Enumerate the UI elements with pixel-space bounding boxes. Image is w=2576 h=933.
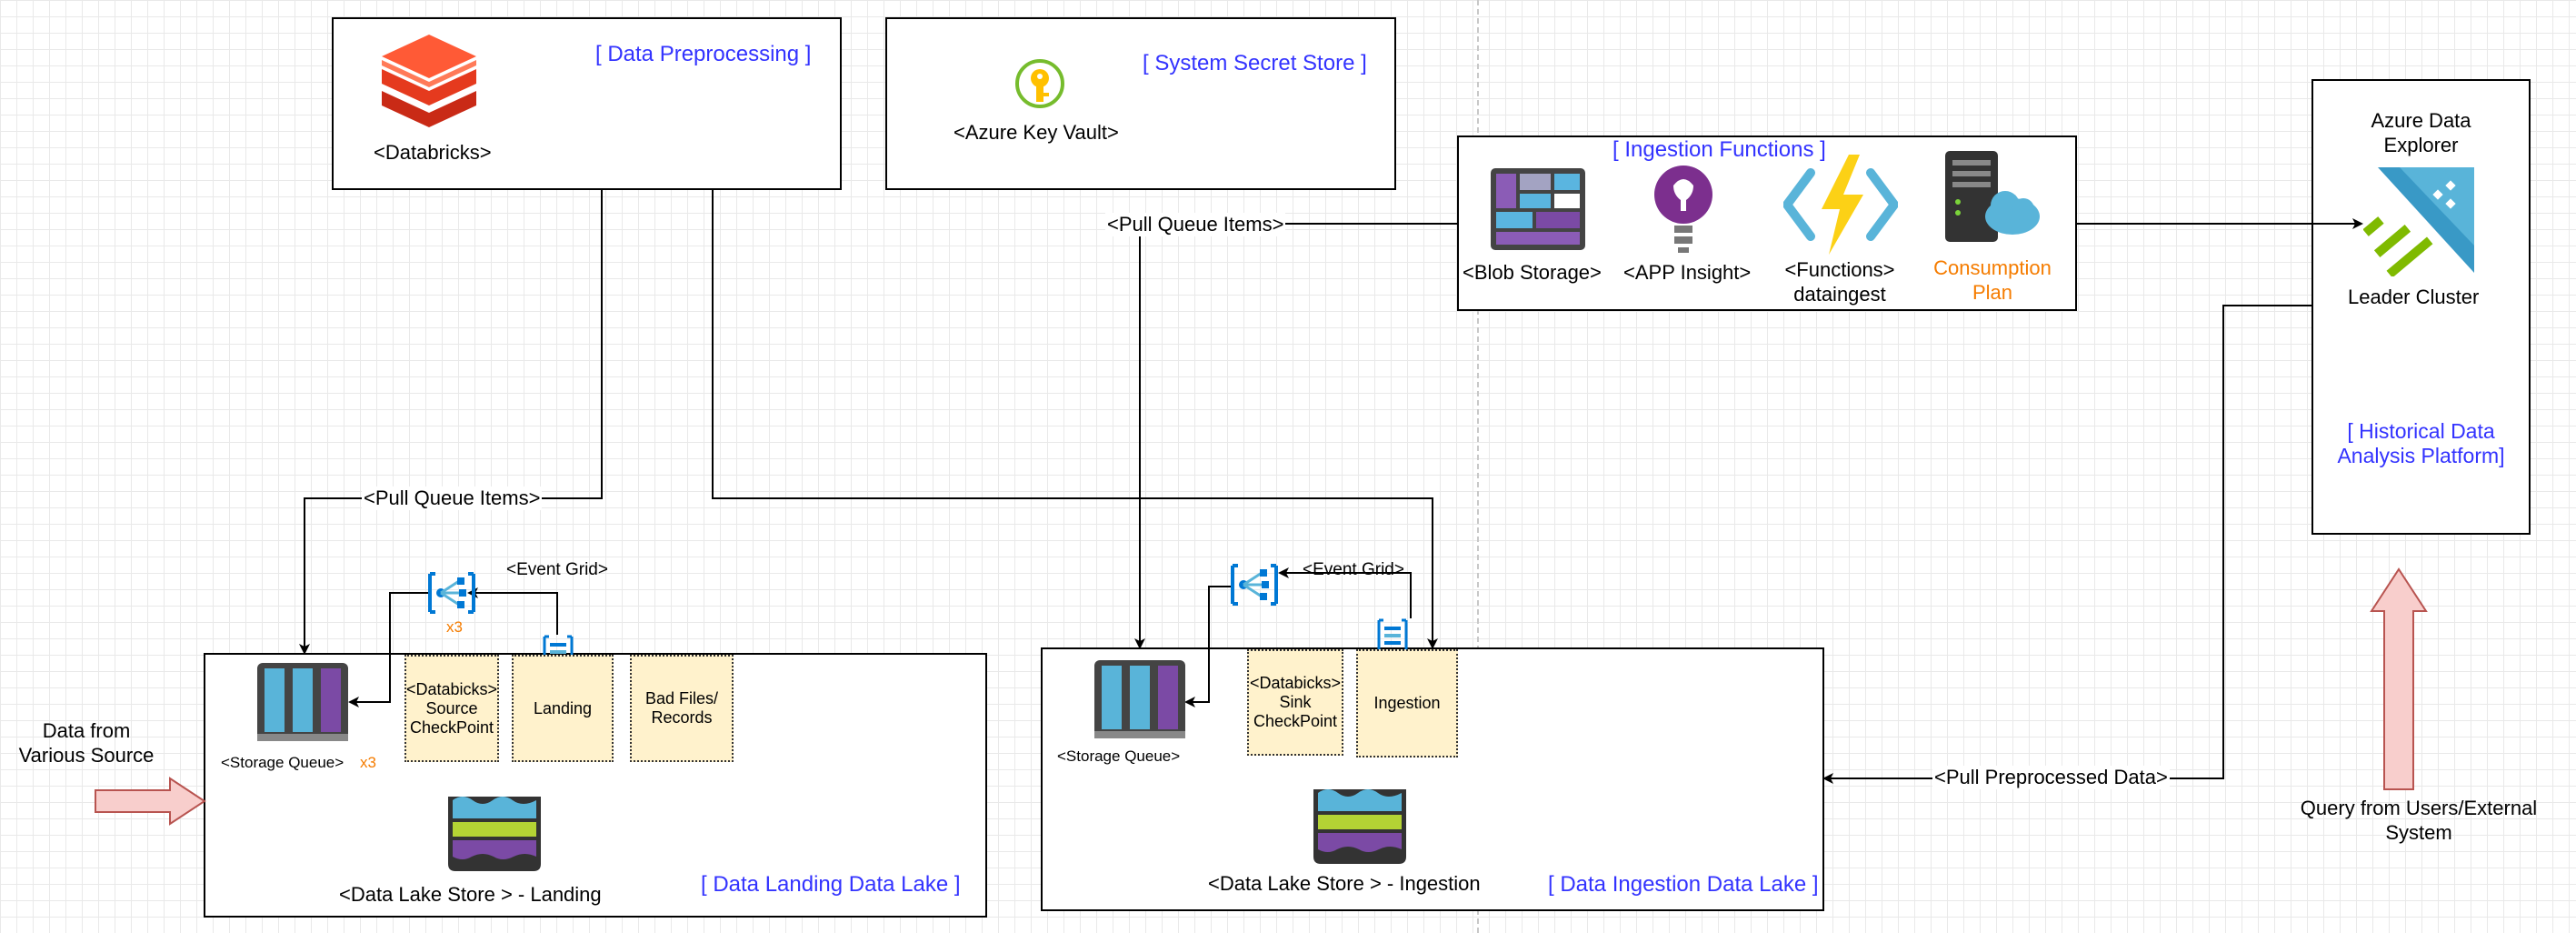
pull-queue-items-label-ingestion: <Pull Queue Items> [1105,213,1286,236]
dashed-divider [1477,0,1479,933]
blob-storage-icon [1491,168,1585,250]
ingestion-eventhub-to-grid-line [1278,567,1412,618]
pull-preprocessed-line [1822,305,2311,784]
data-lake-store-icon [1313,789,1406,864]
bad-files-note: Bad Files/ Records [630,655,734,762]
consumption-plan-icon [1945,151,2040,242]
functions-icon [1783,155,1898,255]
data-landing-lake-title: [ Data Landing Data Lake ] [701,872,961,897]
data-ingestion-lake-title: [ Data Ingestion Data Lake ] [1548,872,1819,897]
landing-grid-to-queue-line [348,592,430,707]
landing-note: Landing [512,655,614,762]
preprocess-to-ingestion-line [712,190,1438,649]
azure-data-explorer-name: Azure Data Explorer [2371,109,2471,156]
event-hub-icon [1377,618,1408,653]
azure-data-explorer-group [2311,79,2531,535]
ingestion-item-app-insight: <APP Insight> [1623,261,1752,284]
arrow-up-icon [2370,567,2428,790]
azure-key-vault-label: <Azure Key Vault> [954,121,1119,144]
landing-storage-queue-multiplier: x3 [360,754,376,771]
landing-event-grid-label: <Event Grid> [506,560,608,579]
pull-preprocessed-data-label: <Pull Preprocessed Data> [1932,766,2170,789]
historical-analysis-title: [ Historical Data Analysis Platform] [2337,419,2505,467]
landing-event-grid-multiplier: x3 [446,618,463,636]
ingestion-item-consumption-plan: Consumption Plan [1933,256,2052,304]
data-lake-store-icon [448,797,541,871]
ingestion-note: Ingestion [1356,649,1458,757]
app-insights-icon [1654,166,1712,253]
ingestion-storage-queue-label: <Storage Queue> [1057,747,1181,765]
data-preprocessing-title: [ Data Preprocessing ] [595,42,812,66]
sink-checkpoint-note: <Databicks> Sink CheckPoint [1247,649,1343,756]
ingestion-grid-to-queue-line [1184,586,1232,707]
arrow-right-icon [95,777,206,826]
source-checkpoint-note: <Databicks> Source CheckPoint [404,655,499,762]
event-grid-icon [428,572,475,614]
system-secret-store-group [885,17,1396,190]
landing-eventhub-to-grid-line [467,587,558,635]
pull-queue-items-label-landing: <Pull Queue Items> [362,487,543,510]
ingestion-item-functions: <Functions> dataingest [1784,258,1895,306]
databricks-icon [382,35,476,127]
landing-lake-store-label: <Data Lake Store > - Landing [339,883,602,906]
query-label: Query from Users/External System [2300,797,2538,844]
event-grid-icon [1231,564,1278,606]
ingestion-event-grid-label: <Event Grid> [1303,560,1404,579]
landing-storage-queue-label: <Storage Queue> [221,754,344,771]
key-vault-icon [1015,59,1064,108]
ingestion-lake-store-label: <Data Lake Store > - Ingestion [1208,872,1481,895]
storage-queue-icon [1094,660,1185,738]
ingestion-item-blob-storage: <Blob Storage> [1463,261,1602,284]
databricks-label: <Databricks> [374,141,492,164]
ingestion-functions-title: [ Ingestion Functions ] [1612,137,1826,162]
storage-queue-icon [257,663,348,741]
system-secret-store-title: [ System Secret Store ] [1143,51,1367,75]
data-source-label: Data from Various Source [18,719,155,767]
data-explorer-icon [2363,167,2474,276]
leader-cluster-label: Leader Cluster [2348,286,2480,308]
pull-queue-ingestion-line [1134,223,1457,649]
